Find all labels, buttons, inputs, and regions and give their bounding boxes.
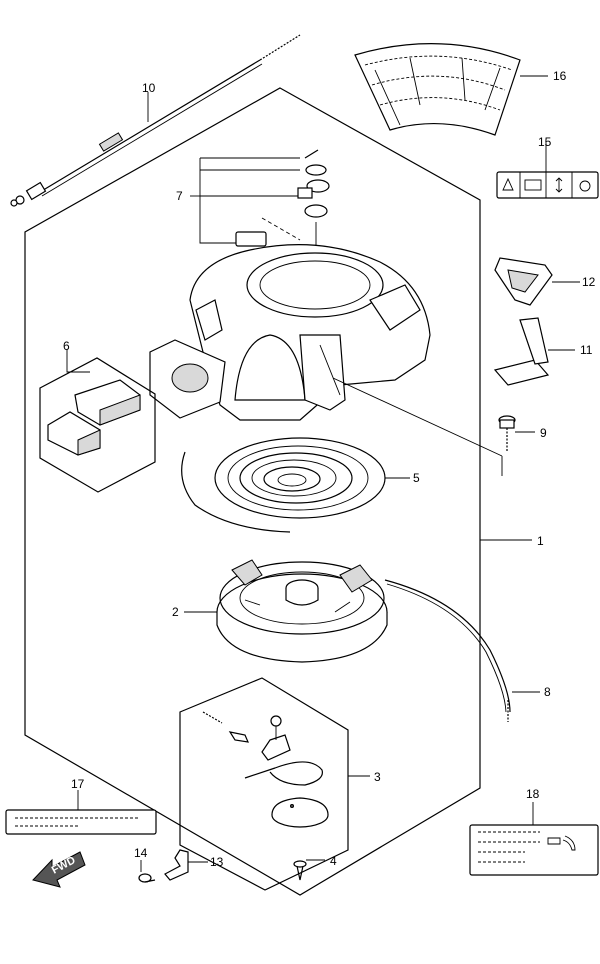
part-11-plate — [493, 317, 575, 386]
callout-11: 11 — [580, 343, 593, 357]
part-16-label — [354, 43, 548, 136]
callout-8: 8 — [544, 685, 551, 699]
callout-7: 7 — [176, 189, 183, 203]
callout-1: 1 — [537, 534, 544, 548]
callout-12: 12 — [582, 275, 596, 289]
part-15-warning-label — [496, 142, 599, 199]
callout-15: 15 — [538, 135, 552, 149]
callout-5: 5 — [413, 471, 420, 485]
callout-4: 4 — [330, 854, 337, 868]
part-2-pulley — [184, 559, 388, 663]
part-18-label — [469, 802, 599, 876]
part-3-ratchet-kit — [179, 677, 370, 891]
part-17-label — [5, 790, 157, 835]
callout-9: 9 — [540, 426, 547, 440]
callout-18: 18 — [526, 787, 540, 801]
callout-13: 13 — [210, 855, 224, 869]
callout-3: 3 — [374, 770, 381, 784]
callout-10: 10 — [142, 81, 156, 95]
callout-16: 16 — [553, 69, 567, 83]
part-7-hardware — [190, 149, 330, 330]
part-14-bolt — [138, 860, 156, 883]
part-5-spring — [181, 437, 410, 533]
fwd-arrow: FWD — [32, 851, 86, 888]
part-9-bolt — [498, 415, 535, 452]
callout-14: 14 — [134, 846, 148, 860]
assembly-frame — [24, 87, 481, 896]
part-4-screw — [293, 859, 325, 881]
part-10-cable — [10, 34, 301, 207]
part-1-housing — [149, 244, 532, 541]
part-13-clamp — [164, 849, 208, 881]
part-8-rope — [384, 579, 540, 722]
callout-6: 6 — [63, 339, 70, 353]
part-12-gasket — [494, 257, 580, 306]
part-6-grip-kit — [39, 350, 156, 493]
callout-2: 2 — [172, 605, 179, 619]
callout-17: 17 — [71, 777, 85, 791]
